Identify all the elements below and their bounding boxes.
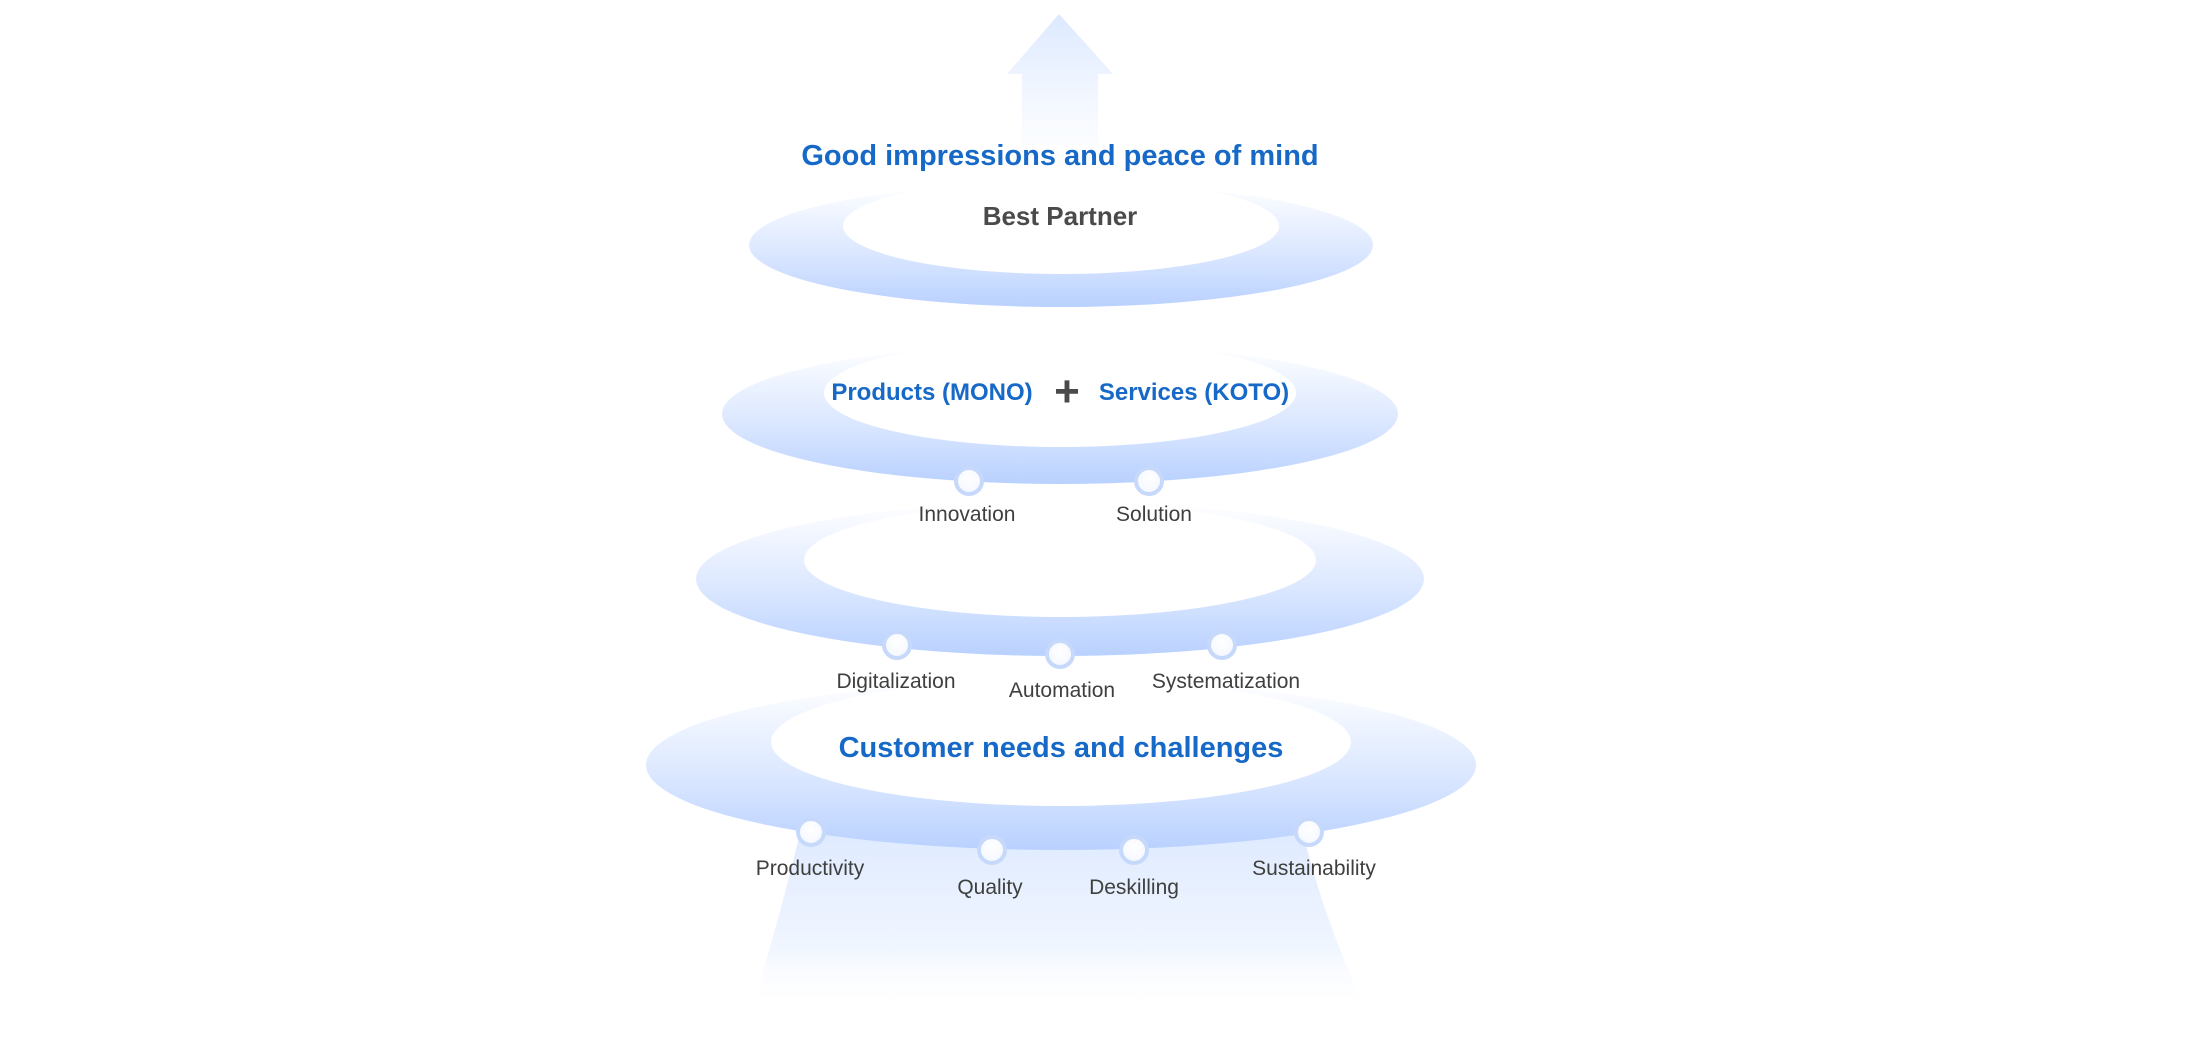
node-dot: [1119, 835, 1149, 865]
base-item-label: Sustainability: [1252, 857, 1376, 880]
base-glow: [752, 810, 1366, 1010]
tier3-item-label: Automation: [1008, 679, 1116, 702]
ring-tier2: [722, 339, 1398, 484]
node-dot: [1207, 630, 1237, 660]
tier3-item-label: Digitalization: [836, 670, 956, 693]
top-title: Good impressions and peace of mind: [801, 140, 1319, 172]
tier2-plus-sign: +: [1054, 367, 1080, 416]
ring-tier3: [696, 502, 1424, 656]
node-dot: [977, 835, 1007, 865]
tier2-right-label: Services (KOTO): [1098, 379, 1290, 406]
growth-arrow: [1007, 14, 1113, 145]
dots-tier3: [882, 630, 1237, 669]
tier3-item-label: Systematization: [1151, 670, 1301, 693]
node-dot: [1045, 639, 1075, 669]
tier2-left-label: Products (MONO): [831, 379, 1033, 406]
dots-base: [796, 817, 1324, 865]
ring-base: [646, 678, 1476, 850]
base-item-label: Productivity: [755, 857, 865, 880]
node-dot: [1294, 817, 1324, 847]
node-dot: [1134, 466, 1164, 496]
base-title: Customer needs and challenges: [838, 732, 1284, 764]
ring-tier1: [749, 178, 1373, 307]
base-item-label: Quality: [957, 876, 1023, 899]
dots-tier2: [954, 466, 1164, 496]
node-dot: [954, 466, 984, 496]
node-dot: [796, 817, 826, 847]
tier2-item-label: Innovation: [918, 503, 1016, 526]
top-subtitle: Best Partner: [982, 201, 1138, 231]
node-dot: [882, 630, 912, 660]
base-item-label: Deskilling: [1089, 876, 1179, 899]
tier2-item-label: Solution: [1116, 503, 1192, 526]
